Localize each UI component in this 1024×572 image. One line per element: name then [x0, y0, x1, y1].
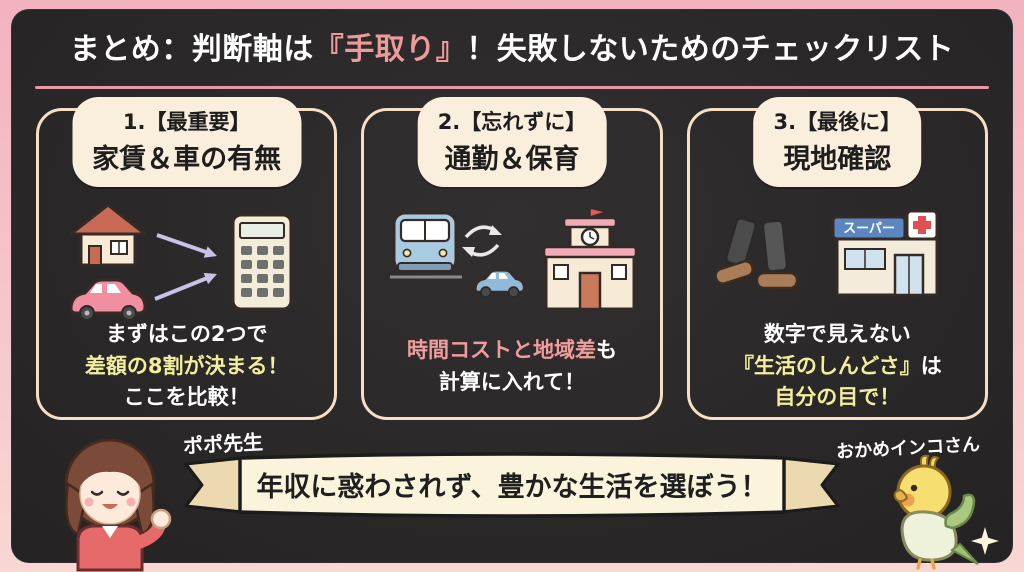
card-3-header-line2: 現地確認 [783, 144, 892, 175]
bottom-banner: 年収に惑わされず、豊かな生活を選ぼう！ [182, 450, 842, 520]
card-1-body-line1: まずはこの2つで [105, 322, 268, 346]
sparkle-icon [971, 527, 999, 555]
page-title: まとめ：判断軸は『手取り』！失敗しないためのチェックリスト [0, 24, 1024, 68]
card-3-header: 3.【最後に】 現地確認 [753, 97, 922, 187]
pharmacy-cross-icon [905, 209, 939, 241]
card-onsite-check: 3.【最後に】 現地確認 スーパー [686, 97, 988, 420]
pink-car-icon [69, 278, 147, 321]
card-3-body-line1: 数字で見えない [763, 322, 911, 346]
card-2-body-line1: 時間コストと地域差も [364, 335, 659, 367]
card-1-body: まずはこの2つで 差額の8割が決まる！ ここを比較！ [39, 319, 334, 414]
title-part2: ！失敗しないためのチェックリスト [466, 32, 955, 67]
blue-car-icon [473, 268, 526, 298]
card-3-icons: スーパー [714, 209, 939, 297]
card-2-body: 時間コストと地域差も 計算に入れて！ [364, 335, 659, 398]
banner-text: 年収に惑わされず、豊かな生活を選ぼう！ [256, 471, 768, 503]
house-icon [69, 203, 147, 267]
card-3-body-line3-highlight: 自分の目で！ [774, 385, 901, 409]
card-2-header-line1: 2.【忘れずに】 [437, 110, 587, 134]
card-1-body-line3: ここを比較！ [123, 385, 250, 409]
calculator-icon [231, 213, 293, 311]
merge-arrows-icon [153, 233, 217, 301]
card-1-header-line1: 1.【最重要】 [122, 110, 251, 134]
card-1-body-line2-highlight: 差額の8割が決まる！ [84, 353, 289, 378]
train-icon [389, 211, 462, 279]
card-1-icons [69, 203, 293, 321]
banner-ribbon-shape [184, 452, 840, 518]
card-3-body: 数字で見えない 『生活のしんどさ』は 自分の目で！ [690, 319, 985, 414]
card-2-header: 2.【忘れずに】 通勤＆保育 [417, 97, 607, 187]
walking-feet-icon [714, 217, 799, 290]
card-2-body-line2: 計算に入れて！ [438, 369, 586, 394]
card-3-header-line1: 3.【最後に】 [773, 110, 902, 134]
card-commute-and-childcare: 2.【忘れずに】 通勤＆保育 [361, 97, 663, 420]
store-sign-text: スーパー [843, 222, 895, 237]
title-highlight: 『手取り』 [313, 32, 467, 67]
card-1-header: 1.【最重要】 家賃＆車の有無 [72, 97, 302, 187]
card-3-body-line2-highlight: 『生活のしんどさ』 [732, 353, 921, 378]
card-rent-and-car: 1.【最重要】 家賃＆車の有無 [36, 97, 338, 420]
card-2-body-line1-rest: も [595, 338, 617, 362]
card-3-body-line2: 『生活のしんどさ』は [690, 351, 985, 383]
card-2-header-line2: 通勤＆保育 [444, 144, 580, 175]
supermarket-icon: スーパー [831, 209, 939, 297]
title-part1: まとめ：判断軸は [69, 32, 314, 67]
swap-arrows-icon [461, 225, 502, 257]
card-2-body-line1-highlight: 時間コストと地域差 [406, 338, 596, 362]
bird-character-illustration [893, 454, 979, 570]
teacher-character-illustration [64, 438, 172, 572]
checklist-cards: 1.【最重要】 家賃＆車の有無 [36, 97, 988, 420]
school-icon [542, 207, 638, 311]
card-3-body-line2-rest: は [920, 353, 942, 378]
card-2-icons [389, 207, 638, 311]
title-divider [35, 86, 989, 89]
card-1-header-line2: 家賃＆車の有無 [92, 144, 282, 175]
